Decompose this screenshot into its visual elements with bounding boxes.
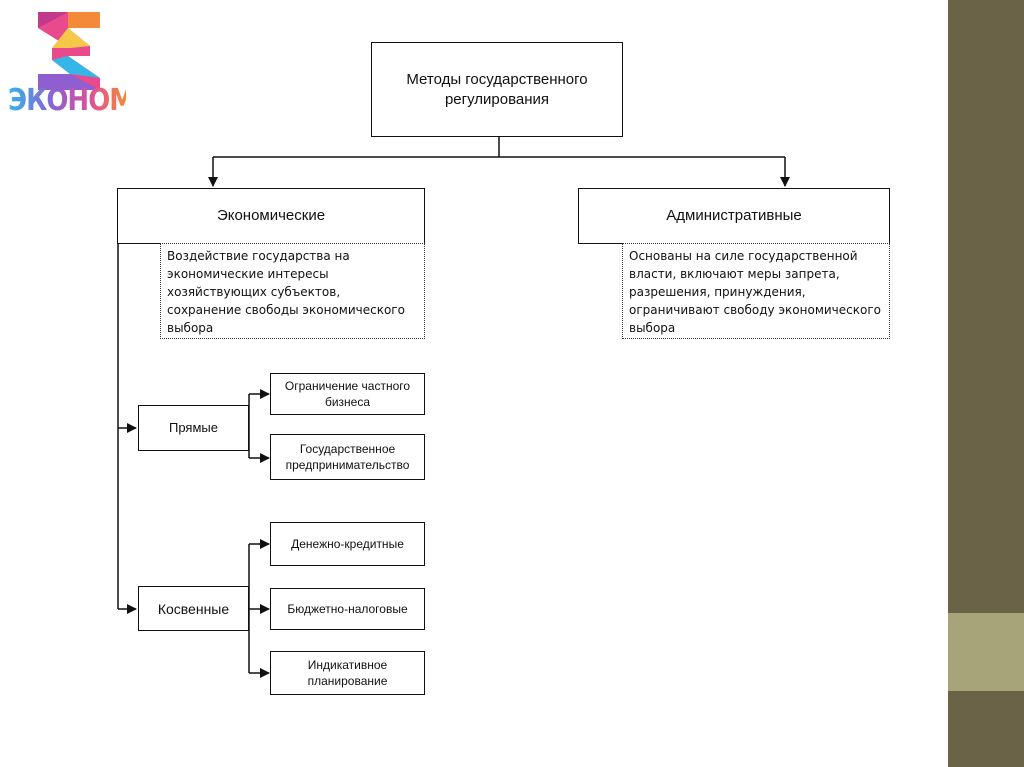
economic-description: Воздействие государства на экономические… (160, 243, 425, 339)
direct-child-1-label: Ограничение частного бизнеса (284, 379, 411, 409)
indirect-child-1-label: Денежно-кредитные (291, 537, 404, 551)
indirect-child-3-label: Индикативное планирование (307, 658, 388, 688)
direct-child-2: Государственное предпринимательство (270, 434, 425, 480)
logo-mark-facet (52, 28, 90, 48)
administrative-description: Основаны на силе государственной власти,… (622, 243, 890, 339)
direct-child-1: Ограничение частного бизнеса (270, 373, 425, 415)
logo-mark-facet (68, 12, 100, 28)
indirect-node: Косвенные (138, 586, 249, 631)
root-node-label: Методы государственного регулирования (406, 70, 588, 108)
root-node: Методы государственного регулирования (371, 42, 623, 137)
logo-mark-facet (38, 12, 68, 28)
administrative-node: Административные (578, 188, 890, 244)
direct-child-2-label: Государственное предпринимательство (285, 442, 410, 472)
indirect-child-3: Индикативное планирование (270, 651, 425, 695)
logo-mark-facet (52, 56, 100, 78)
side-bar-accent (948, 613, 1024, 691)
indirect-child-2: Бюджетно-налоговые (270, 588, 425, 630)
indirect-child-1: Денежно-кредитные (270, 522, 425, 566)
indirect-child-2-label: Бюджетно-налоговые (287, 602, 408, 616)
diagram-lines (117, 137, 790, 678)
economic-node: Экономические (117, 188, 425, 244)
logo (38, 12, 100, 90)
economic-node-label: Экономические (216, 207, 326, 224)
indirect-node-label: Косвенные (157, 600, 230, 617)
direct-node-label: Прямые (169, 420, 218, 435)
logo-text: ЭКОНОМ (8, 83, 135, 119)
administrative-node-label: Административные (666, 207, 802, 224)
logo-mark-facet (38, 74, 100, 90)
direct-node: Прямые (138, 405, 249, 451)
